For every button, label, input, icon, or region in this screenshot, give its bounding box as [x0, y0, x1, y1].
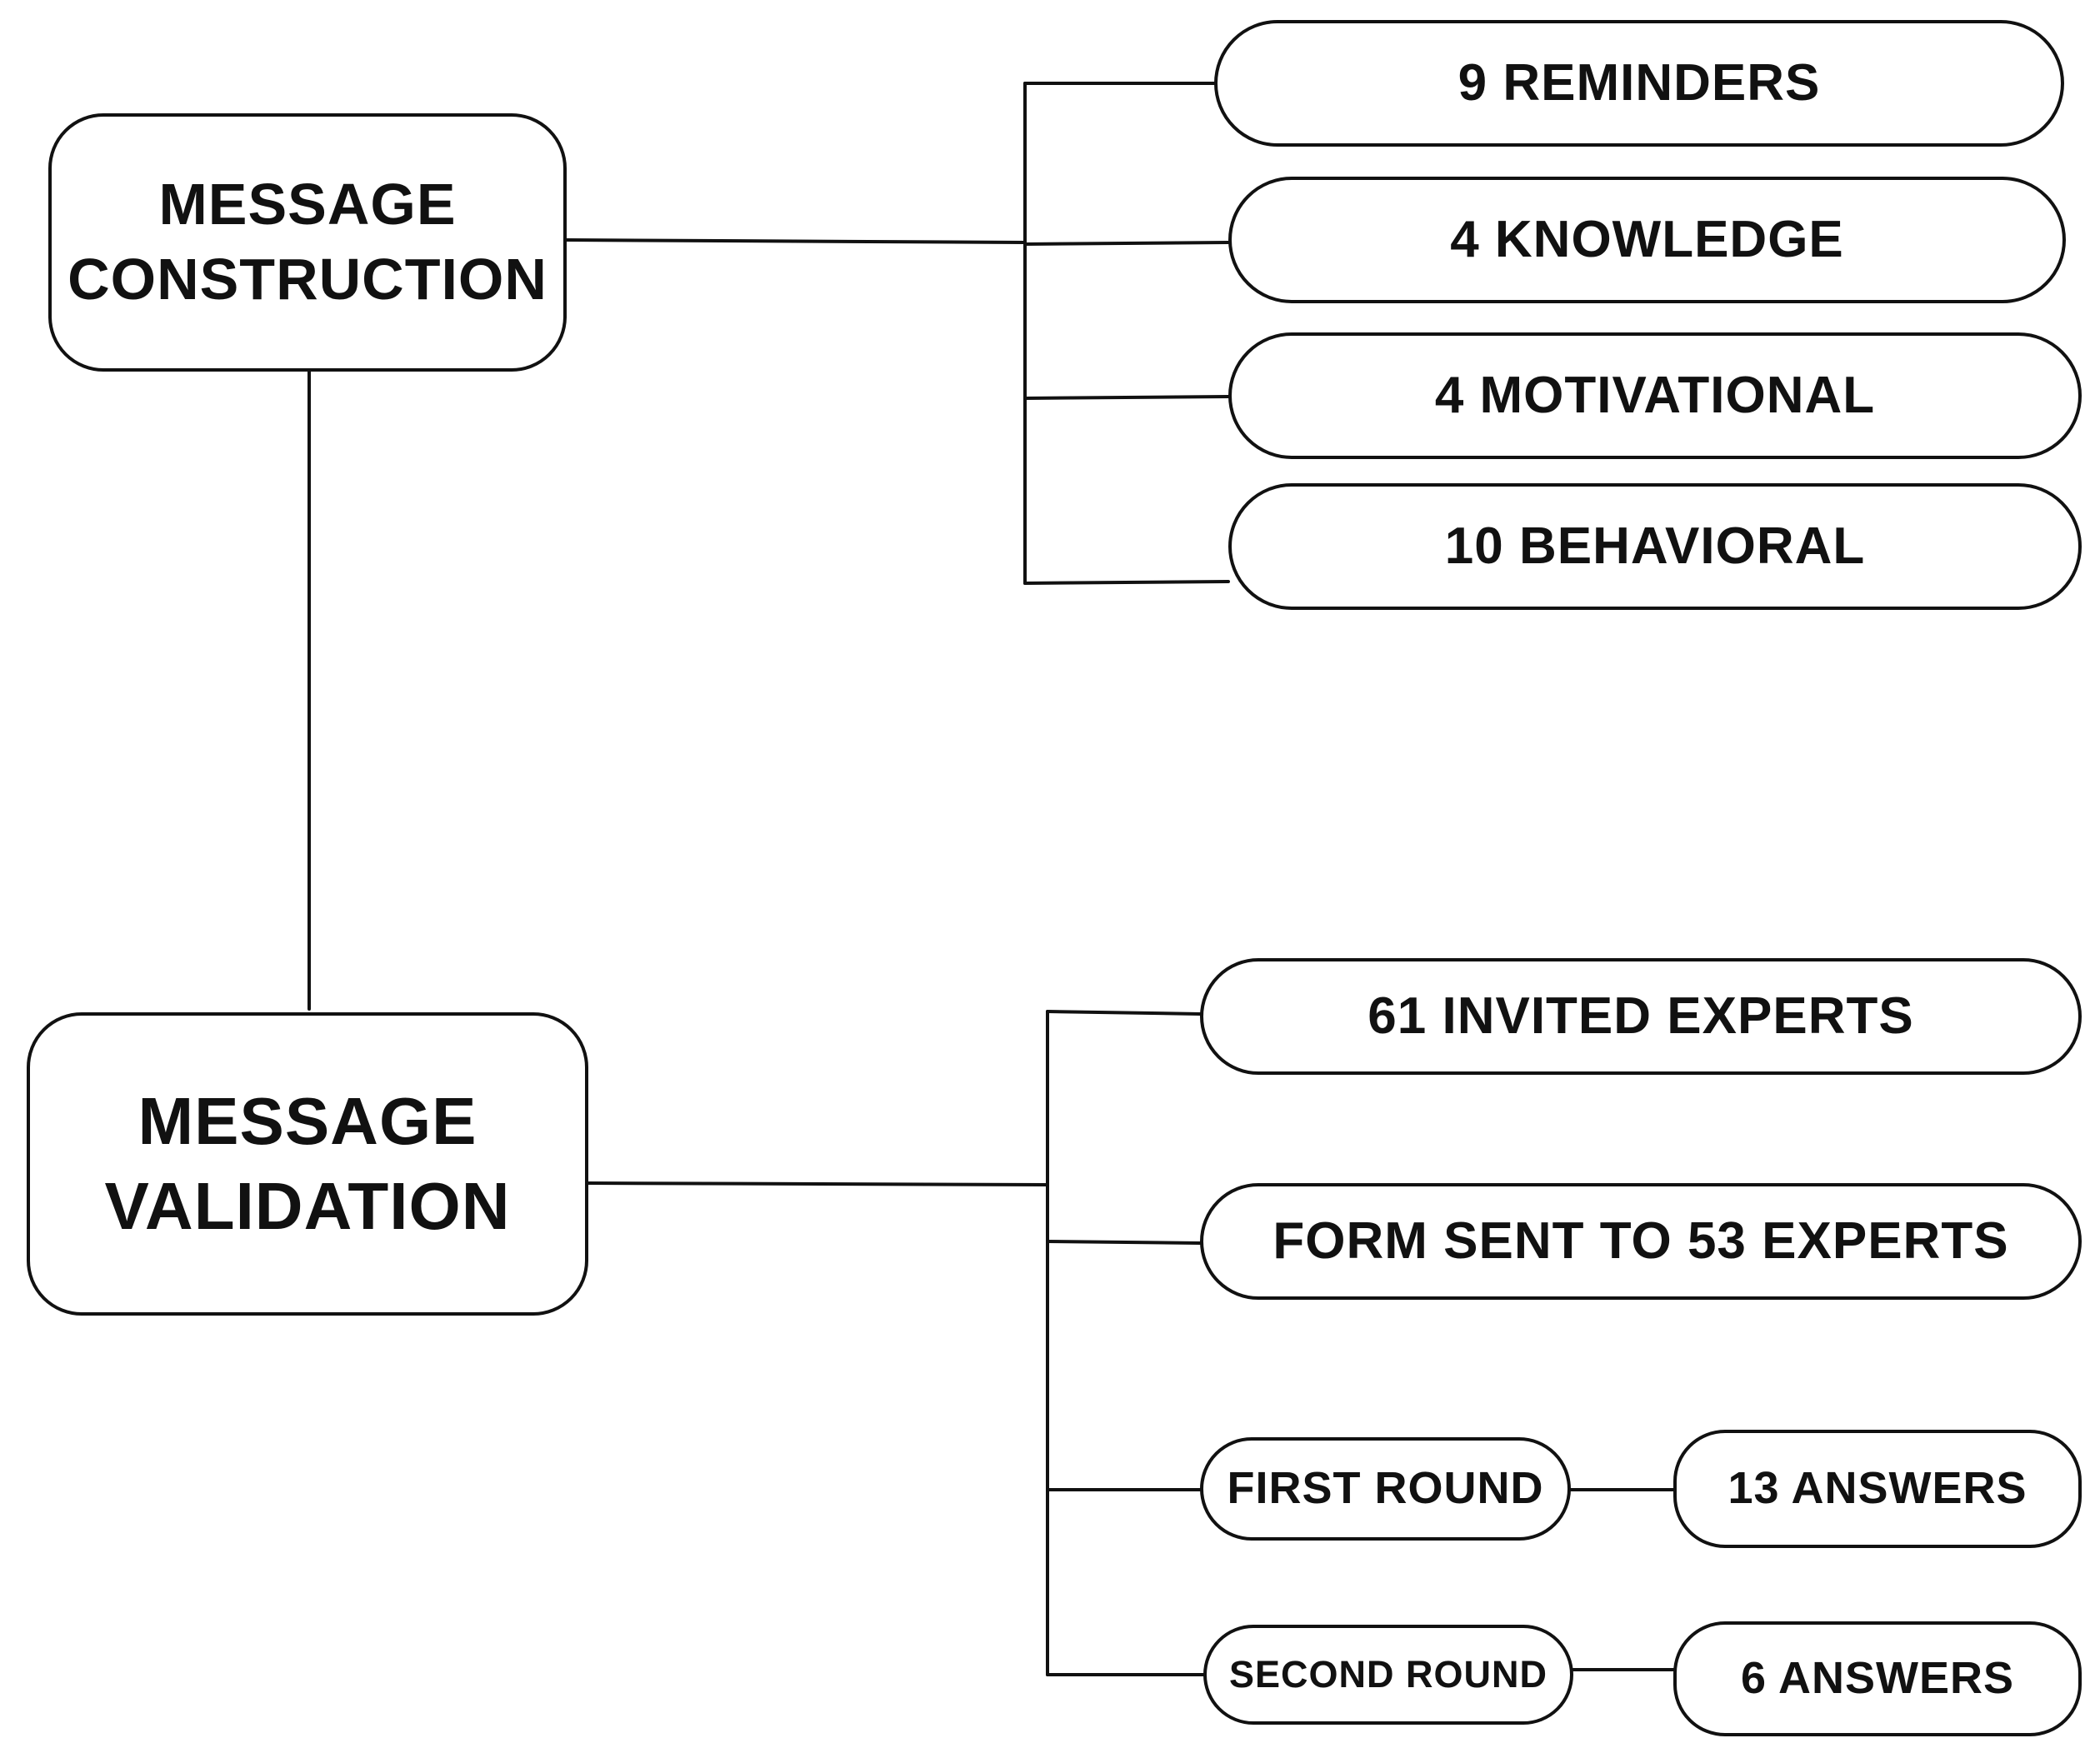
motivational-node: 4 MOTIVATIONAL	[1228, 332, 2082, 459]
validation-title-line1: MESSAGE	[138, 1083, 478, 1158]
first-round-answers-label: 13 ANSWERS	[1728, 1463, 2028, 1514]
construction-title-line1: MESSAGE	[158, 172, 457, 237]
invited-experts-node: 61 INVITED EXPERTS	[1200, 958, 2082, 1075]
construction-title-line2: CONSTRUCTION	[68, 247, 548, 312]
first-round-answers-node: 13 ANSWERS	[1673, 1430, 2082, 1548]
branch-line-motivational	[1023, 395, 1230, 400]
branch-line-behavioral	[1023, 580, 1230, 585]
construction-trunk-line	[565, 238, 1027, 244]
branch-line-knowledge	[1023, 241, 1230, 246]
second-round-label: SECOND ROUND	[1228, 1653, 1548, 1696]
validation-title-line2: VALIDATION	[104, 1169, 511, 1243]
branch-line-invited-experts	[1046, 1010, 1202, 1016]
second-round-node: SECOND ROUND	[1203, 1625, 1573, 1725]
reminders-node: 9 REMINDERS	[1214, 20, 2064, 147]
behavioral-node: 10 BEHAVIORAL	[1228, 483, 2082, 610]
branch-line-form-sent	[1046, 1240, 1202, 1245]
second-round-answers-node: 6 ANSWERS	[1673, 1621, 2082, 1736]
knowledge-node: 4 KNOWLEDGE	[1228, 177, 2066, 303]
form-sent-node: FORM SENT TO 53 EXPERTS	[1200, 1183, 2082, 1300]
message-construction-box: MESSAGE CONSTRUCTION	[48, 113, 567, 372]
motivational-label: 4 MOTIVATIONAL	[1434, 367, 1876, 425]
message-validation-box: MESSAGE VALIDATION	[27, 1012, 588, 1316]
reminders-label: 9 REMINDERS	[1458, 54, 1821, 112]
form-sent-label: FORM SENT TO 53 EXPERTS	[1272, 1212, 2009, 1271]
validation-trunk-line	[587, 1181, 1049, 1186]
second-round-answers-label: 6 ANSWERS	[1740, 1653, 2015, 1704]
first-round-node: FIRST ROUND	[1200, 1437, 1571, 1541]
behavioral-label: 10 BEHAVIORAL	[1444, 517, 1866, 576]
invited-experts-label: 61 INVITED EXPERTS	[1368, 987, 1914, 1046]
knowledge-label: 4 KNOWLEDGE	[1450, 211, 1844, 269]
first-round-label: FIRST ROUND	[1227, 1463, 1544, 1514]
